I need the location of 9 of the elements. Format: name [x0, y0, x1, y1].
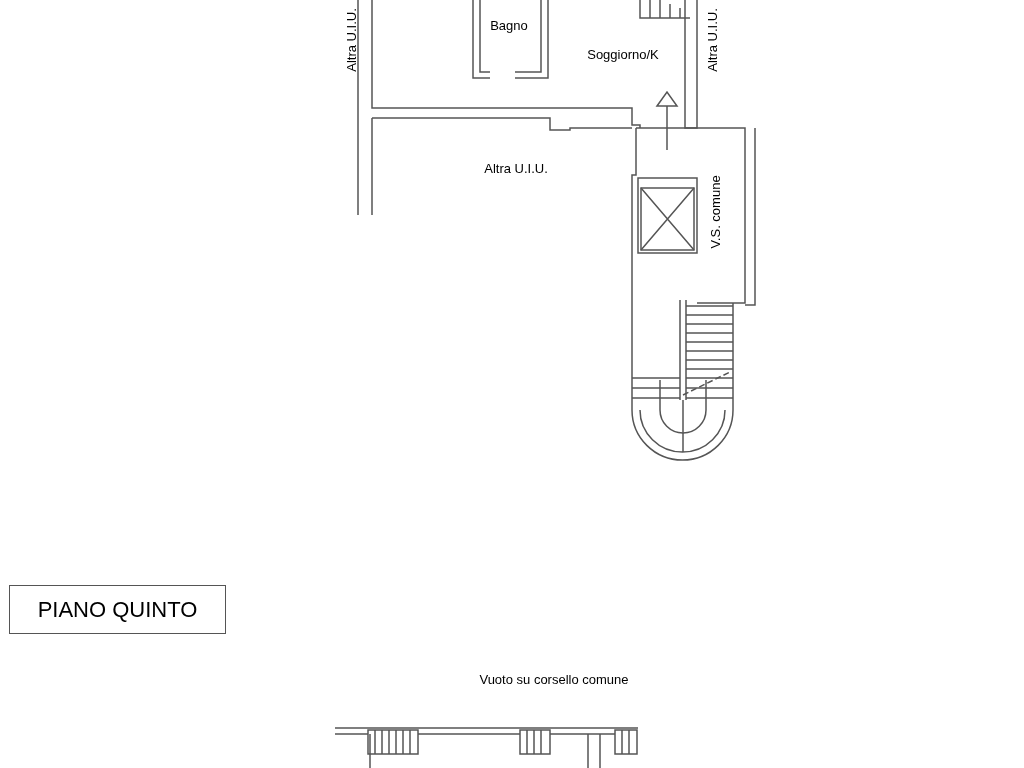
- room-label: Altra U.I.U.: [344, 8, 358, 72]
- room-label: Altra U.I.U.: [705, 8, 719, 72]
- room-label: Soggiorno/K: [587, 47, 659, 61]
- room-label: Bagno: [490, 18, 528, 32]
- floor-title: PIANO QUINTO: [37, 596, 198, 624]
- room-label: Vuoto su corsello comune: [479, 672, 629, 686]
- floor-title-box: [9, 585, 226, 634]
- room-label: V.S. comune: [708, 175, 722, 249]
- room-label: Altra U.I.U.: [484, 161, 548, 175]
